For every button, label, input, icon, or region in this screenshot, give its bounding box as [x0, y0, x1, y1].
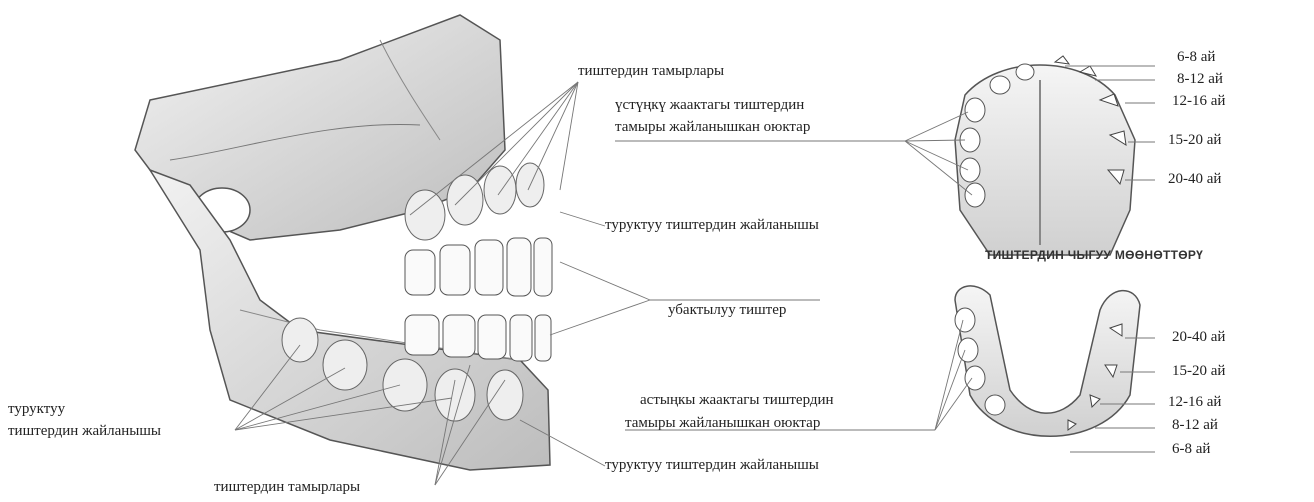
- upper-age-item: 12-16 ай: [1172, 92, 1225, 110]
- upper-dental-arch: [955, 56, 1135, 255]
- label-permanent-upper: туруктуу тиштердин жайланышы: [605, 216, 819, 235]
- label-lower-sockets-line2: тамыры жайланышкан оюктар: [625, 414, 820, 433]
- label-temporary-teeth: убактылуу тиштер: [668, 301, 786, 320]
- upper-temporary-teeth: [405, 238, 552, 296]
- lower-age-item: 15-20 ай: [1172, 362, 1225, 380]
- label-permanent-left-line1: туруктуу: [8, 400, 65, 419]
- label-permanent-left-line2: тиштердин жайланышы: [8, 422, 161, 441]
- label-upper-sockets-line2: тамыры жайланышкан оюктар: [615, 118, 810, 137]
- upper-age-item: 8-12 ай: [1177, 70, 1223, 88]
- label-upper-roots: тиштердин тамырлары: [578, 62, 724, 81]
- lower-age-item: 12-16 ай: [1168, 393, 1221, 411]
- label-permanent-lower: туруктуу тиштердин жайланышы: [605, 456, 819, 475]
- lower-age-item: 20-40 ай: [1172, 328, 1225, 346]
- lower-dental-arch: [955, 286, 1140, 436]
- label-lower-sockets-line1: астыңкы жаактагы тиштердин: [640, 391, 834, 410]
- lower-age-item: 6-8 ай: [1172, 440, 1210, 458]
- upper-age-item: 20-40 ай: [1168, 170, 1221, 188]
- label-upper-sockets-line1: үстүңкү жаактагы тиштердин: [615, 96, 804, 115]
- section-title: ТИШТЕРДИН ЧЫГУУ МӨӨНӨТТӨРҮ: [985, 248, 1203, 262]
- upper-age-item: 15-20 ай: [1168, 131, 1221, 149]
- lower-age-item: 8-12 ай: [1172, 416, 1218, 434]
- label-lower-roots: тиштердин тамырлары: [214, 478, 360, 497]
- upper-age-item: 6-8 ай: [1177, 48, 1215, 66]
